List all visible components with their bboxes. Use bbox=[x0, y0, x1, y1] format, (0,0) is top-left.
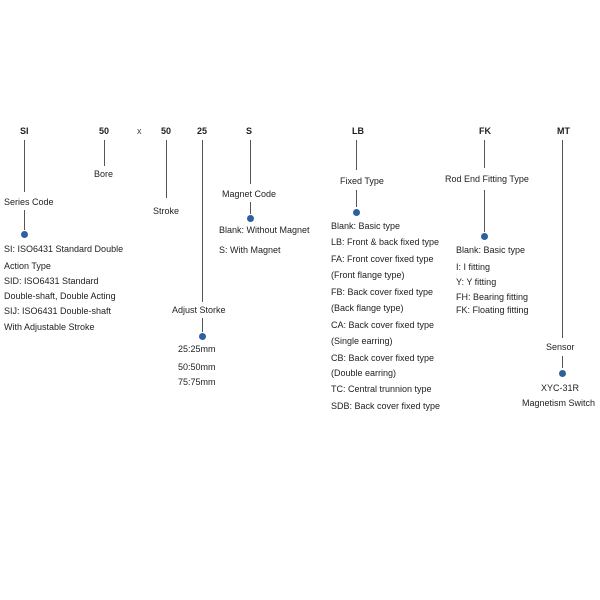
adjust-connector bbox=[202, 140, 203, 302]
sensor-dot bbox=[559, 370, 566, 377]
fixed-option: LB: Front & back fixed type bbox=[331, 237, 440, 247]
sensor-option: Magnetism Switch bbox=[522, 398, 596, 408]
stroke-label: Stroke bbox=[153, 206, 180, 216]
bore-connector bbox=[104, 140, 105, 166]
fixed-option: (Back flange type) bbox=[331, 303, 404, 313]
stroke-connector bbox=[166, 140, 167, 198]
fixed-option: (Front flange type) bbox=[331, 270, 405, 280]
code-times: x bbox=[137, 126, 142, 136]
code-fixed: LB bbox=[352, 126, 364, 136]
rodend-option: Blank: Basic type bbox=[456, 245, 526, 255]
rodend-dot bbox=[481, 233, 488, 240]
code-series: SI bbox=[20, 126, 29, 136]
fixed-option: CB: Back cover fixed type bbox=[331, 353, 435, 363]
fixed-option: CA: Back cover fixed type bbox=[331, 320, 435, 330]
magnet-connector-lower bbox=[250, 202, 251, 214]
magnet-dot bbox=[247, 215, 254, 222]
series-connector bbox=[24, 140, 25, 192]
adjust-connector-lower bbox=[202, 318, 203, 332]
bore-label: Bore bbox=[94, 169, 114, 179]
code-sensor: MT bbox=[557, 126, 570, 136]
series-option: SIJ: ISO6431 Double-shaft bbox=[4, 306, 112, 316]
fixed-option: TC: Central trunnion type bbox=[331, 384, 432, 394]
fixed-option: FA: Front cover fixed type bbox=[331, 254, 434, 264]
series-option: Double-shaft, Double Acting bbox=[4, 291, 116, 301]
rodend-option: I: I fitting bbox=[456, 262, 491, 272]
fixed-connector-lower bbox=[356, 190, 357, 207]
adjust-option: 50:50mm bbox=[178, 362, 216, 372]
code-bore: 50 bbox=[99, 126, 110, 136]
adjust-option: 75:75mm bbox=[178, 377, 216, 387]
adjust-label: Adjust Storke bbox=[172, 305, 226, 315]
magnet-option: S: With Magnet bbox=[219, 245, 281, 255]
code-magnet: S bbox=[246, 126, 253, 136]
adjust-option: 25:25mm bbox=[178, 344, 216, 354]
rodend-option: Y: Y fitting bbox=[456, 277, 497, 287]
magnet-connector bbox=[250, 140, 251, 184]
rodend-connector-lower bbox=[484, 190, 485, 232]
sensor-option: XYC-31R bbox=[541, 383, 580, 393]
sensor-connector-lower bbox=[562, 356, 563, 368]
fixed-option: (Single earring) bbox=[331, 336, 393, 346]
magnet-label: Magnet Code bbox=[222, 189, 277, 199]
code-stroke: 50 bbox=[161, 126, 172, 136]
sensor-label: Sensor bbox=[546, 342, 575, 352]
series-option: With Adjustable Stroke bbox=[4, 322, 95, 332]
fixed-option: FB: Back cover fixed type bbox=[331, 287, 434, 297]
rodend-label: Rod End Fitting Type bbox=[445, 174, 529, 184]
fixed-connector bbox=[356, 140, 357, 170]
fixed-option: Blank: Basic type bbox=[331, 221, 401, 231]
series-connector-lower bbox=[24, 210, 25, 230]
fixed-label: Fixed Type bbox=[340, 176, 384, 186]
rodend-connector bbox=[484, 140, 485, 168]
code-adjust: 25 bbox=[197, 126, 208, 136]
fixed-option: SDB: Back cover fixed type bbox=[331, 401, 441, 411]
code-rodend: FK bbox=[479, 126, 491, 136]
series-option: SID: ISO6431 Standard bbox=[4, 276, 99, 286]
fixed-option: (Double earring) bbox=[331, 368, 397, 378]
magnet-option: Blank: Without Magnet bbox=[219, 225, 310, 235]
series-dot bbox=[21, 231, 28, 238]
series-option: SI: ISO6431 Standard Double bbox=[4, 244, 124, 254]
series-label: Series Code bbox=[4, 197, 54, 207]
rodend-option: FH: Bearing fitting bbox=[456, 292, 529, 302]
rodend-option: FK: Floating fitting bbox=[456, 305, 529, 315]
sensor-connector bbox=[562, 140, 563, 338]
series-option: Action Type bbox=[4, 261, 51, 271]
adjust-dot bbox=[199, 333, 206, 340]
fixed-dot bbox=[353, 209, 360, 216]
